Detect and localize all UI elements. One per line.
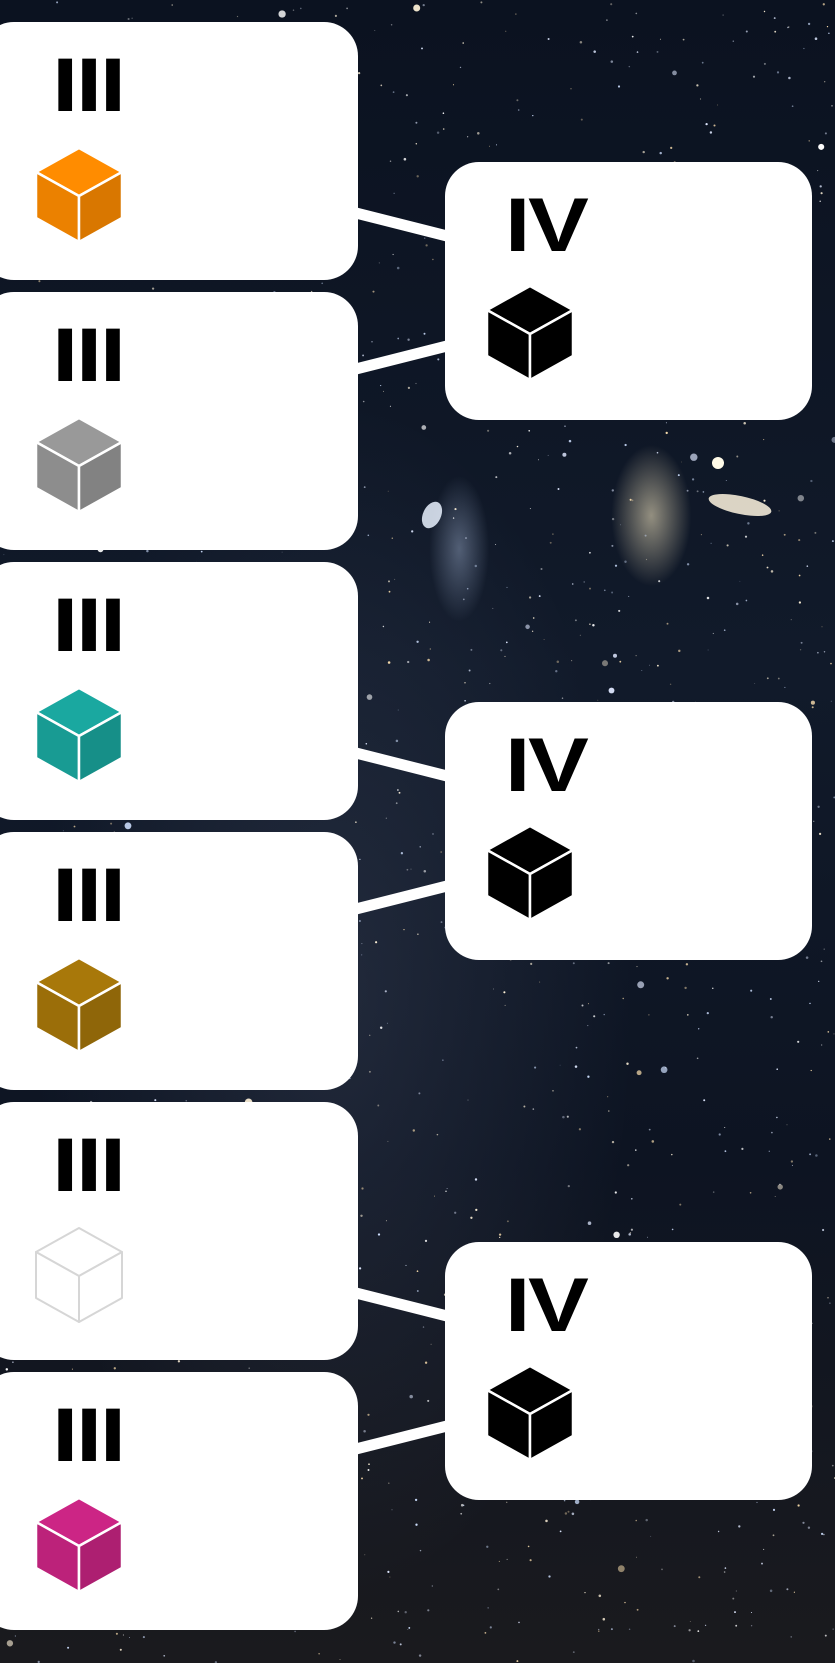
numeral-label: IV [505,723,589,808]
numeral-label: III [52,1123,126,1208]
connector-line [342,744,449,782]
card-iii-1: III [0,22,358,280]
numeral-label: IV [505,1263,589,1348]
card-iv-3: IV [445,1242,812,1500]
numeral-label: III [52,853,126,938]
cube-icon [34,686,124,784]
numeral-label: III [52,583,126,668]
card-iii-3: III [0,562,358,820]
card-iii-2: III [0,292,358,550]
connector-line [342,340,449,378]
connector-line [342,1284,449,1322]
card-iii-4: III [0,832,358,1090]
cube-icon [35,1227,123,1323]
card-iv-2: IV [445,702,812,960]
connector-line [342,880,449,918]
connector-line [342,1420,449,1458]
numeral-label: III [52,1393,126,1478]
cube-icon [485,284,575,382]
card-iv-1: IV [445,162,812,420]
card-iii-6: III [0,1372,358,1630]
numeral-label: III [52,43,126,128]
numeral-label: III [52,313,126,398]
numeral-label: IV [505,183,589,268]
cube-icon [485,824,575,922]
cube-icon [34,1496,124,1594]
cube-icon [34,416,124,514]
cube-icon [34,956,124,1054]
cube-icon [34,146,124,244]
cube-icon [485,1364,575,1462]
connector-line [342,204,449,242]
card-iii-5: III [0,1102,358,1360]
